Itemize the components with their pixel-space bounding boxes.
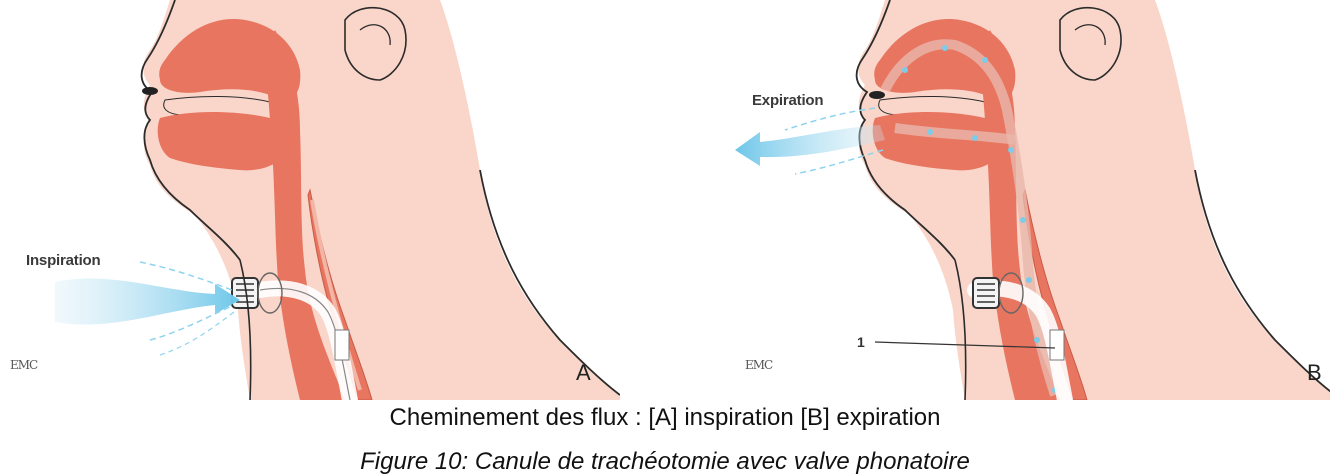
figure-caption: Figure 10: Canule de trachéotomie avec v…	[360, 448, 970, 475]
nostril-b	[869, 91, 885, 99]
head-neck-illustration-b	[735, 0, 1330, 400]
cannula-valve-b	[972, 277, 1000, 309]
head-neck-illustration-a	[55, 0, 620, 400]
nasal-cavity	[159, 19, 301, 100]
figure-subtitle: Cheminement des flux : [A] inspiration […	[389, 404, 941, 431]
publisher-mark-a: EMC	[10, 358, 38, 372]
publisher-mark-b: EMC	[745, 358, 773, 372]
callout-number: 1	[857, 334, 865, 350]
inspiration-label: Inspiration	[26, 252, 101, 269]
oral-cavity	[157, 112, 290, 171]
pharynx-trachea	[262, 30, 345, 400]
expiration-label: Expiration	[752, 92, 824, 109]
face-outline	[140, 0, 241, 261]
ear-b	[1059, 6, 1122, 81]
nostril	[142, 87, 158, 95]
ear	[344, 6, 407, 81]
neck-outline	[479, 169, 620, 396]
esophagus	[307, 188, 373, 400]
nasal-cavity-b	[874, 19, 1016, 100]
tracheostomy-cannula-b	[967, 280, 1073, 400]
panel-a-inspiration: Inspiration EMC A	[0, 0, 620, 400]
inspiration-flow-arrow	[55, 278, 240, 325]
panel-letter-b: B	[1307, 360, 1322, 385]
panel-b-expiration: Expiration 1 EMC B	[715, 0, 1330, 400]
expiration-flow-arrow	[735, 125, 885, 166]
panel-letter-a: A	[576, 360, 591, 385]
